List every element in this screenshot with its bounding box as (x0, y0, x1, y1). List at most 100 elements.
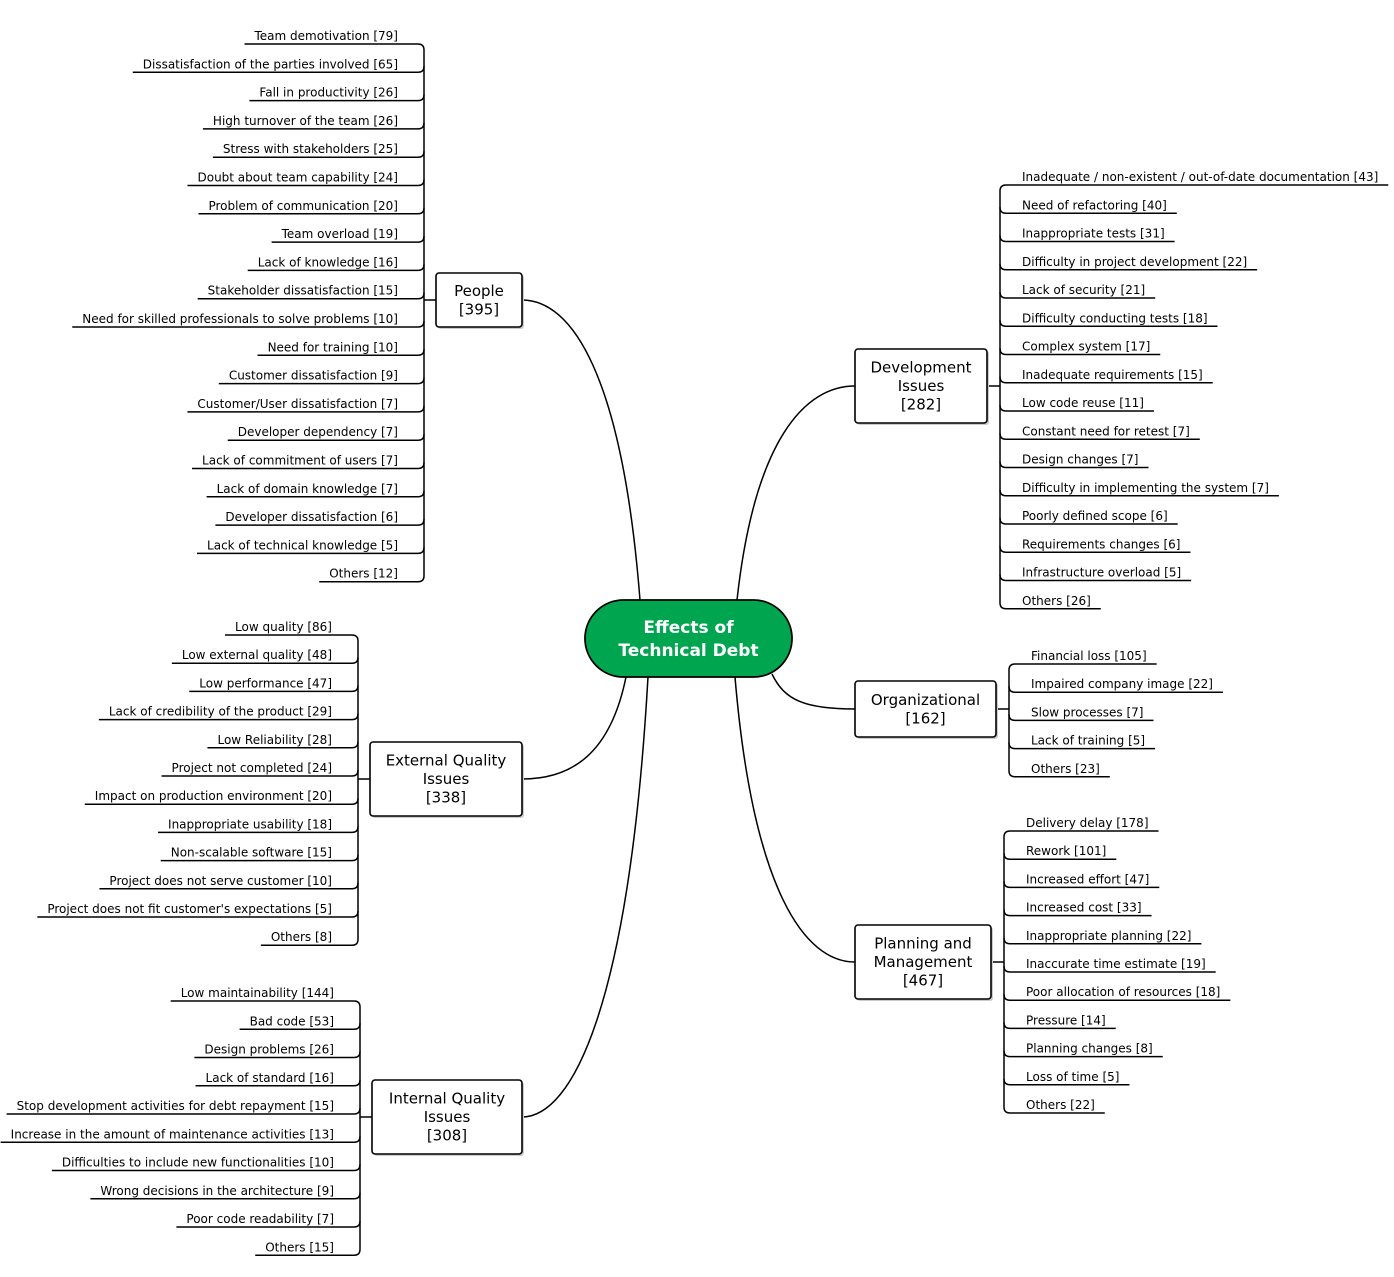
leaf-item[interactable]: Stakeholder dissatisfaction [15] (197, 284, 418, 300)
leaf-label: Financial loss [105] (1031, 649, 1147, 663)
leaf-item[interactable]: Low external quality [48] (171, 648, 352, 664)
leaf-label: Inadequate requirements [15] (1022, 368, 1203, 382)
branch-node-organizational[interactable]: Organizational[162] (854, 680, 998, 739)
leaf-item[interactable]: Customer dissatisfaction [9] (218, 369, 418, 385)
leaf-item[interactable]: Dissatisfaction of the parties involved … (132, 57, 418, 74)
root-box (584, 599, 793, 678)
leaf-item[interactable]: Rework [101] (1010, 844, 1117, 860)
leaf-item[interactable]: Inappropriate tests [31] (1006, 227, 1175, 243)
leaf-item[interactable]: Poorly defined scope [6] (1006, 509, 1178, 525)
leaf-item[interactable]: Non-scalable software [15] (160, 846, 352, 862)
leaf-item[interactable]: Poor code readability [7] (176, 1212, 354, 1228)
leaf-item[interactable]: Wrong decisions in the architecture [9] (90, 1184, 354, 1200)
leaf-item[interactable]: Lack of domain knowledge [7] (206, 482, 418, 498)
leaf-item[interactable]: Others [22] (1010, 1098, 1105, 1114)
leaf-item[interactable]: Fall in productivity [26] (249, 86, 418, 102)
leaf-item[interactable]: Stress with stakeholders [25] (212, 142, 418, 158)
leaf-item[interactable]: Others [26] (1006, 594, 1101, 610)
leaf-item[interactable]: Impact on production environment [20] (84, 789, 352, 805)
leaf-label: Fall in productivity [26] (259, 86, 398, 100)
leaf-item[interactable]: Others [15] (255, 1240, 354, 1256)
leaf-item[interactable]: Requirements changes [6] (1006, 537, 1191, 553)
leaf-item[interactable]: Increase in the amount of maintenance ac… (0, 1127, 354, 1143)
leaf-item[interactable]: Difficulty in implementing the system [7… (1006, 481, 1279, 497)
leaf-item[interactable]: Developer dependency [7] (227, 425, 418, 441)
leaf-item[interactable]: Planning changes [8] (1010, 1042, 1163, 1058)
leaf-item[interactable]: Bad code [53] (239, 1014, 354, 1030)
leaf-item[interactable]: Others [8] (260, 930, 352, 946)
leaf-item[interactable]: Others [23] (1015, 762, 1110, 778)
connector-internal-quality (521, 676, 649, 1118)
leaf-item[interactable]: Low quality [86] (225, 620, 352, 636)
leaf-item[interactable]: Infrastructure overload [5] (1006, 566, 1192, 582)
leaf-item[interactable]: Lack of security [21] (1006, 283, 1156, 299)
leaf-item[interactable]: Lack of technical knowledge [5] (197, 538, 418, 555)
branch-node-people[interactable]: People[395] (435, 272, 524, 329)
leaf-item[interactable]: Inadequate requirements [15] (1006, 368, 1213, 384)
leaf-item[interactable]: Doubt about team capability [24] (187, 171, 418, 187)
leaf-item[interactable]: Inadequate / non-existent / out-of-date … (1006, 170, 1389, 186)
leaf-item[interactable]: Difficulty conducting tests [18] (1006, 311, 1218, 327)
leaf-item[interactable]: Difficulties to include new functionalit… (51, 1156, 354, 1172)
leaf-label: Inaccurate time estimate [19] (1026, 957, 1206, 971)
leaf-item[interactable]: Low code reuse [11] (1006, 396, 1154, 412)
leaf-item[interactable]: Loss of time [5] (1010, 1070, 1130, 1086)
leaf-item[interactable]: Difficulty in project development [22] (1006, 255, 1258, 271)
leaf-item[interactable]: Stop development activities for debt rep… (6, 1099, 354, 1115)
leaf-item[interactable]: High turnover of the team [26] (202, 114, 418, 130)
leaf-item[interactable]: Customer/User dissatisfaction [7] (187, 397, 418, 413)
leaf-item[interactable]: Developer dissatisfaction [6] (215, 510, 418, 526)
leaf-item[interactable]: Impaired company image [22] (1015, 677, 1223, 693)
connector-development (736, 385, 856, 601)
bracket-tick (417, 377, 425, 385)
branch-box (435, 272, 523, 328)
leaf-label: Complex system [17] (1022, 340, 1150, 354)
leaf-item[interactable]: Need of refactoring [40] (1006, 198, 1177, 214)
leaf-item[interactable]: Inappropriate usability [18] (158, 817, 352, 834)
leaf-label: Design problems [26] (204, 1043, 334, 1057)
leaf-item[interactable]: Lack of commitment of users [7] (192, 454, 418, 470)
leaf-label: Constant need for retest [7] (1022, 424, 1190, 438)
leaf-item[interactable]: Delivery delay [178] (1010, 816, 1159, 832)
leaf-item[interactable]: Team overload [19] (271, 227, 418, 243)
leaf-label: Planning changes [8] (1026, 1042, 1153, 1056)
leaf-item[interactable]: Lack of knowledge [16] (247, 255, 418, 272)
leaf-item[interactable]: Others [12] (319, 567, 418, 583)
leaf-item[interactable]: Problem of communication [20] (198, 199, 418, 215)
leaf-item[interactable]: Project does not serve customer [10] (99, 874, 352, 890)
bracket-tick (351, 713, 359, 721)
leaf-item[interactable]: Lack of training [5] (1015, 734, 1156, 750)
connector-organizational (771, 673, 856, 710)
leaf-item[interactable]: Project not completed [24] (161, 761, 352, 777)
leaf-item[interactable]: Low maintainability [144] (170, 986, 354, 1002)
bracket-tick (999, 489, 1007, 497)
leaf-item[interactable]: Inappropriate planning [22] (1010, 929, 1202, 945)
leaf-item[interactable]: Pressure [14] (1010, 1013, 1116, 1030)
leaf-item[interactable]: Financial loss [105] (1015, 649, 1157, 665)
leaf-item[interactable]: Lack of credibility of the product [29] (98, 705, 352, 721)
leaf-item[interactable]: Project does not fit customer's expectat… (37, 902, 352, 918)
leaf-item[interactable]: Need for skilled professionals to solve … (72, 312, 418, 328)
leaf-item[interactable]: Slow processes [7] (1015, 705, 1154, 722)
bracket-tick (417, 236, 425, 243)
leaf-item[interactable]: Increased cost [33] (1010, 901, 1152, 917)
leaf-item[interactable]: Constant need for retest [7] (1006, 424, 1200, 440)
leaf-item[interactable]: Poor allocation of resources [18] (1010, 985, 1231, 1001)
leaf-item[interactable]: Design changes [7] (1006, 453, 1149, 469)
leaf-item[interactable]: Need for training [10] (257, 340, 418, 357)
leaf-item[interactable]: Low Reliability [28] (207, 733, 352, 749)
leaf-item[interactable]: Complex system [17] (1006, 340, 1161, 356)
leaf-label: Others [12] (329, 567, 398, 581)
leaf-item[interactable]: Inaccurate time estimate [19] (1010, 957, 1216, 973)
leaf-item[interactable]: Team demotivation [79] (244, 29, 419, 45)
bracket-tick (1008, 742, 1016, 750)
leaf-item[interactable]: Lack of standard [16] (195, 1071, 354, 1087)
leaf-item[interactable]: Increased effort [47] (1010, 872, 1160, 889)
leaf-item[interactable]: Low performance [47] (189, 676, 352, 693)
leaf-item[interactable]: Design problems [26] (194, 1043, 354, 1059)
